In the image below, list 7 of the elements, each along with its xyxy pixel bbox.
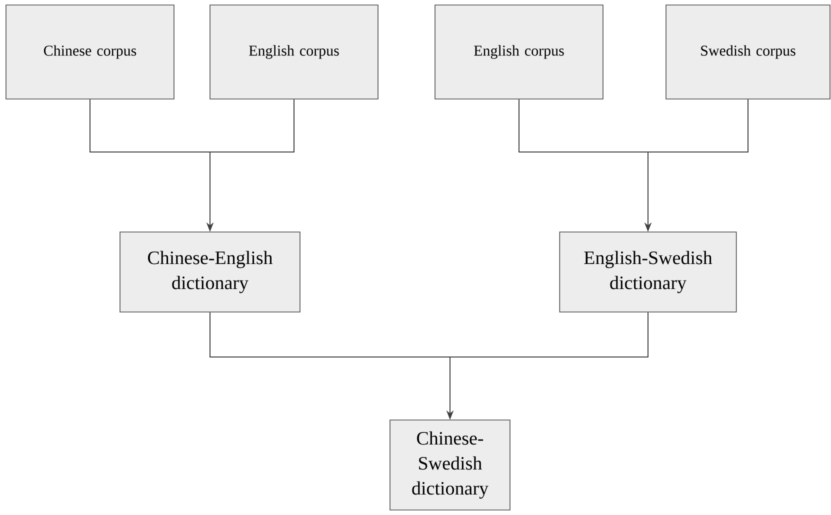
process-box: English-Swedish dictionary xyxy=(559,232,737,312)
process-box: English corpus xyxy=(434,4,604,100)
process-box: Swedish corpus xyxy=(666,4,830,100)
process-box: Chinese-English dictionary xyxy=(120,232,300,312)
process-box: English corpus xyxy=(210,4,378,100)
process-box: Chinese corpus xyxy=(6,4,174,100)
process-box: Chinese-Swedish dictionary xyxy=(390,420,510,510)
